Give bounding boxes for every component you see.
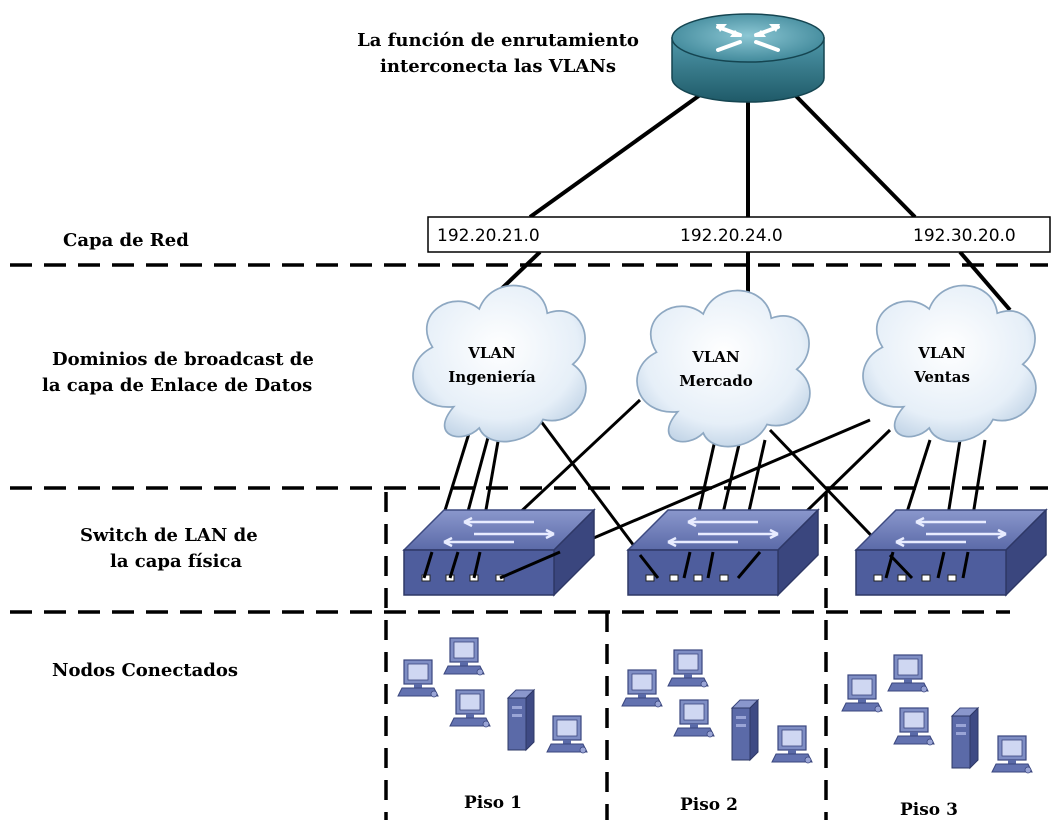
- pc-icon: [621, 669, 663, 708]
- layer-label-nodes: Nodos Conectados: [52, 660, 238, 681]
- diagram-title: La función de enrutamiento interconecta …: [357, 30, 639, 77]
- router-icon: [671, 13, 825, 103]
- layer-separators: [10, 263, 1048, 614]
- server-icon: [731, 699, 759, 761]
- vlan-cloud-ventas: VLAN Ventas: [862, 284, 1037, 443]
- router-link-ventas: [793, 93, 917, 219]
- switch-piso-3-icon: [854, 508, 1048, 597]
- floor-separators: [384, 492, 828, 820]
- devices-piso-3: [841, 654, 1033, 774]
- pc-icon: [546, 715, 588, 754]
- net-link-3: [958, 250, 1012, 312]
- network-address-box: 192.20.21.0 192.20.24.0 192.30.20.0: [427, 216, 1051, 253]
- switch-piso-2-icon: [626, 508, 820, 597]
- vlan-ventas-line-1: VLAN: [917, 344, 966, 362]
- floor-label-3: Piso 3: [900, 800, 958, 820]
- pc-icon: [397, 659, 439, 698]
- network-address-1: 192.20.21.0: [437, 226, 540, 246]
- router-links: [528, 93, 917, 219]
- router-link-ingenieria: [528, 93, 702, 219]
- title-line-1: La función de enrutamiento: [357, 30, 639, 51]
- layer-label-datalink-1: Dominios de broadcast de: [52, 349, 314, 370]
- pc-icon: [449, 689, 491, 728]
- vlan-ingenieria-line-2: Ingeniería: [448, 368, 536, 386]
- pc-icon: [771, 725, 813, 764]
- network-address-3: 192.30.20.0: [913, 226, 1016, 246]
- pc-icon: [673, 699, 715, 738]
- layer-label-network: Capa de Red: [63, 230, 189, 251]
- pc-icon: [991, 735, 1033, 774]
- server-icon: [951, 707, 979, 769]
- floor-labels: Piso 1 Piso 2 Piso 3: [464, 793, 958, 820]
- floor-label-2: Piso 2: [680, 795, 738, 815]
- network-address-2: 192.20.24.0: [680, 226, 783, 246]
- pc-icon: [841, 674, 883, 713]
- vlan-cloud-ingenieria: VLAN Ingeniería: [412, 284, 587, 443]
- devices-piso-1: [397, 637, 588, 754]
- layer-label-datalink-2: la capa de Enlace de Datos: [42, 375, 312, 396]
- title-line-2: interconecta las VLANs: [380, 56, 616, 77]
- pc-icon: [893, 707, 935, 746]
- server-icon: [507, 689, 535, 751]
- vlan-mercado-line-1: VLAN: [691, 348, 740, 366]
- pc-icon: [443, 637, 485, 676]
- layer-labels: Capa de Red Dominios de broadcast de la …: [42, 230, 314, 681]
- devices-piso-2: [621, 649, 813, 764]
- floor-label-1: Piso 1: [464, 793, 522, 813]
- layer-label-physical-2: la capa física: [110, 551, 242, 572]
- switch-port-link-ends: [422, 550, 970, 580]
- vlan-ventas-line-2: Ventas: [913, 368, 970, 386]
- vlan-cloud-mercado: VLAN Mercado: [636, 289, 811, 448]
- pc-icon: [887, 654, 929, 693]
- pc-icon: [667, 649, 709, 688]
- vlan-ingenieria-line-1: VLAN: [467, 344, 516, 362]
- vlan-mercado-line-2: Mercado: [679, 372, 752, 390]
- layer-label-physical-1: Switch de LAN de: [80, 525, 258, 546]
